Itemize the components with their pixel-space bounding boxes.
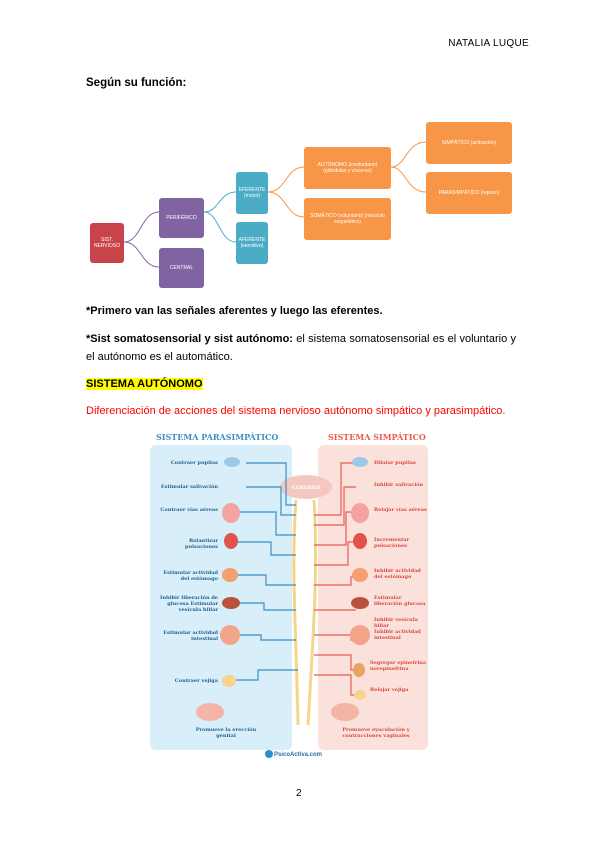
parasympathetic-lines [236,462,298,681]
eye-icon [352,457,368,467]
eye-icon [224,457,240,467]
simp-label: Estimular liberación glucosa [374,595,426,607]
paragraph-signals: *Primero van las señales aferentes y lue… [86,302,516,320]
diagram-somatico-box: SOMÁTICO (voluntario) (músculo esqueléti… [304,198,391,240]
paragraph-somatosensorial-bold: *Sist somatosensorial y sist autónomo: [86,333,293,345]
diagram-parasimpatico-box: PARASIMPÁTICO (reposo) [426,172,512,214]
section-heading: Según su función: [86,77,187,89]
para-label: Estimular salivación [160,484,218,490]
simp-label: Dilatar pupilas [374,460,416,466]
diagram-central-box: CENTRAL [159,248,204,288]
sympathetic-panel [318,445,428,750]
heart-icon [353,533,367,549]
sympathetic-lines [314,462,356,696]
spinal-cord-left [292,499,300,726]
para-label: Contraer vejiga [174,678,218,684]
para-label: Contraer pupilas [170,460,218,466]
brain-label: CEREBRO [292,485,321,491]
genitals-icon [196,703,224,721]
paragraph-somatosensorial: *Sist somatosensorial y sist autónomo: e… [86,330,516,366]
autonomo-heading: SISTEMA AUTÓNOMO [86,378,203,390]
genitals-icon [331,703,359,721]
page-number: 2 [296,788,302,799]
brand-label: PsicoActiva.com [274,752,323,758]
kidney-icon [353,663,365,677]
parasympathetic-title: SISTEMA PARASIMPÁTICO [156,432,279,442]
para-label: Promueve la erección genital [195,727,257,739]
para-label: Estimular actividad intestinal [163,630,218,642]
liver-icon [351,597,369,609]
diagram-autonomo-box: AUTÓNOMO (involuntario) (glándulas y vís… [304,147,391,189]
author-header: NATALIA LUQUE [448,38,529,49]
para-label: Relantizar pulsaciones [185,538,218,550]
simp-label: Relajar vías aéreas [374,507,427,513]
simp-label: Incrementar pulsaciones [374,537,410,549]
simp-label: Segregar epinefrina norepinefrina [370,660,427,672]
intestine-icon [220,625,240,645]
diagram-aferente-box: AFERENTE (sensitivo) [236,222,268,264]
diagram-root-box: SIST. NERVIOSO [90,223,124,263]
stomach-icon [352,568,368,582]
brain-shape [280,475,332,499]
lungs-icon [351,503,369,523]
diagram-periferico-box: PERIFÉRICO [159,198,204,238]
brand-logo-icon [265,750,273,758]
diagram-simpatico-box: SIMPÁTICO (activación) [426,122,512,164]
spinal-cord-right [306,499,318,726]
simp-label: Inhibir vesícula biliar [374,617,418,629]
diagram-connectors [123,141,427,268]
diagram-eferente-box: EFERENTE (motor) [236,172,268,214]
infographic-caption: Diferenciación de acciones del sistema n… [86,405,506,417]
simp-label: Inhibir actividad intestinal [374,629,421,641]
simp-label: Inhibir actividad del estómago [374,568,421,580]
parasympathetic-panel [150,445,292,750]
simp-label: Relajar vejiga [370,687,409,693]
paragraph-signals-text: *Primero van las señales aferentes y lue… [86,305,383,317]
nervous-system-diagram: SIST. NERVIOSO PERIFÉRICO CENTRAL EFEREN… [86,112,516,297]
bladder-icon [222,675,236,687]
bladder-icon [354,690,366,700]
stomach-icon [222,568,238,582]
autonomic-infographic: SISTEMA PARASIMPÁTICO SISTEMA SIMPÁTICO … [146,425,434,765]
liver-icon [222,597,240,609]
simp-label: Promueve eyaculación y contracciones vag… [342,727,410,739]
para-label: Contraer vías aéreas [160,507,218,513]
paragraph-somatosensorial-text: el sistema somatosensorial es el volunta… [86,333,516,363]
para-label: Estimular actividad del estómago [163,570,218,582]
intestine-icon [350,625,370,645]
para-label: Inhibir liberación de glucosa Estimular … [160,595,218,613]
autonomo-heading-line: SISTEMA AUTÓNOMO [86,375,516,393]
heart-icon [224,533,238,549]
simp-label: Inhibir salivación [374,482,424,488]
lungs-icon [222,503,240,523]
sympathetic-title: SISTEMA SIMPÁTICO [328,432,426,442]
